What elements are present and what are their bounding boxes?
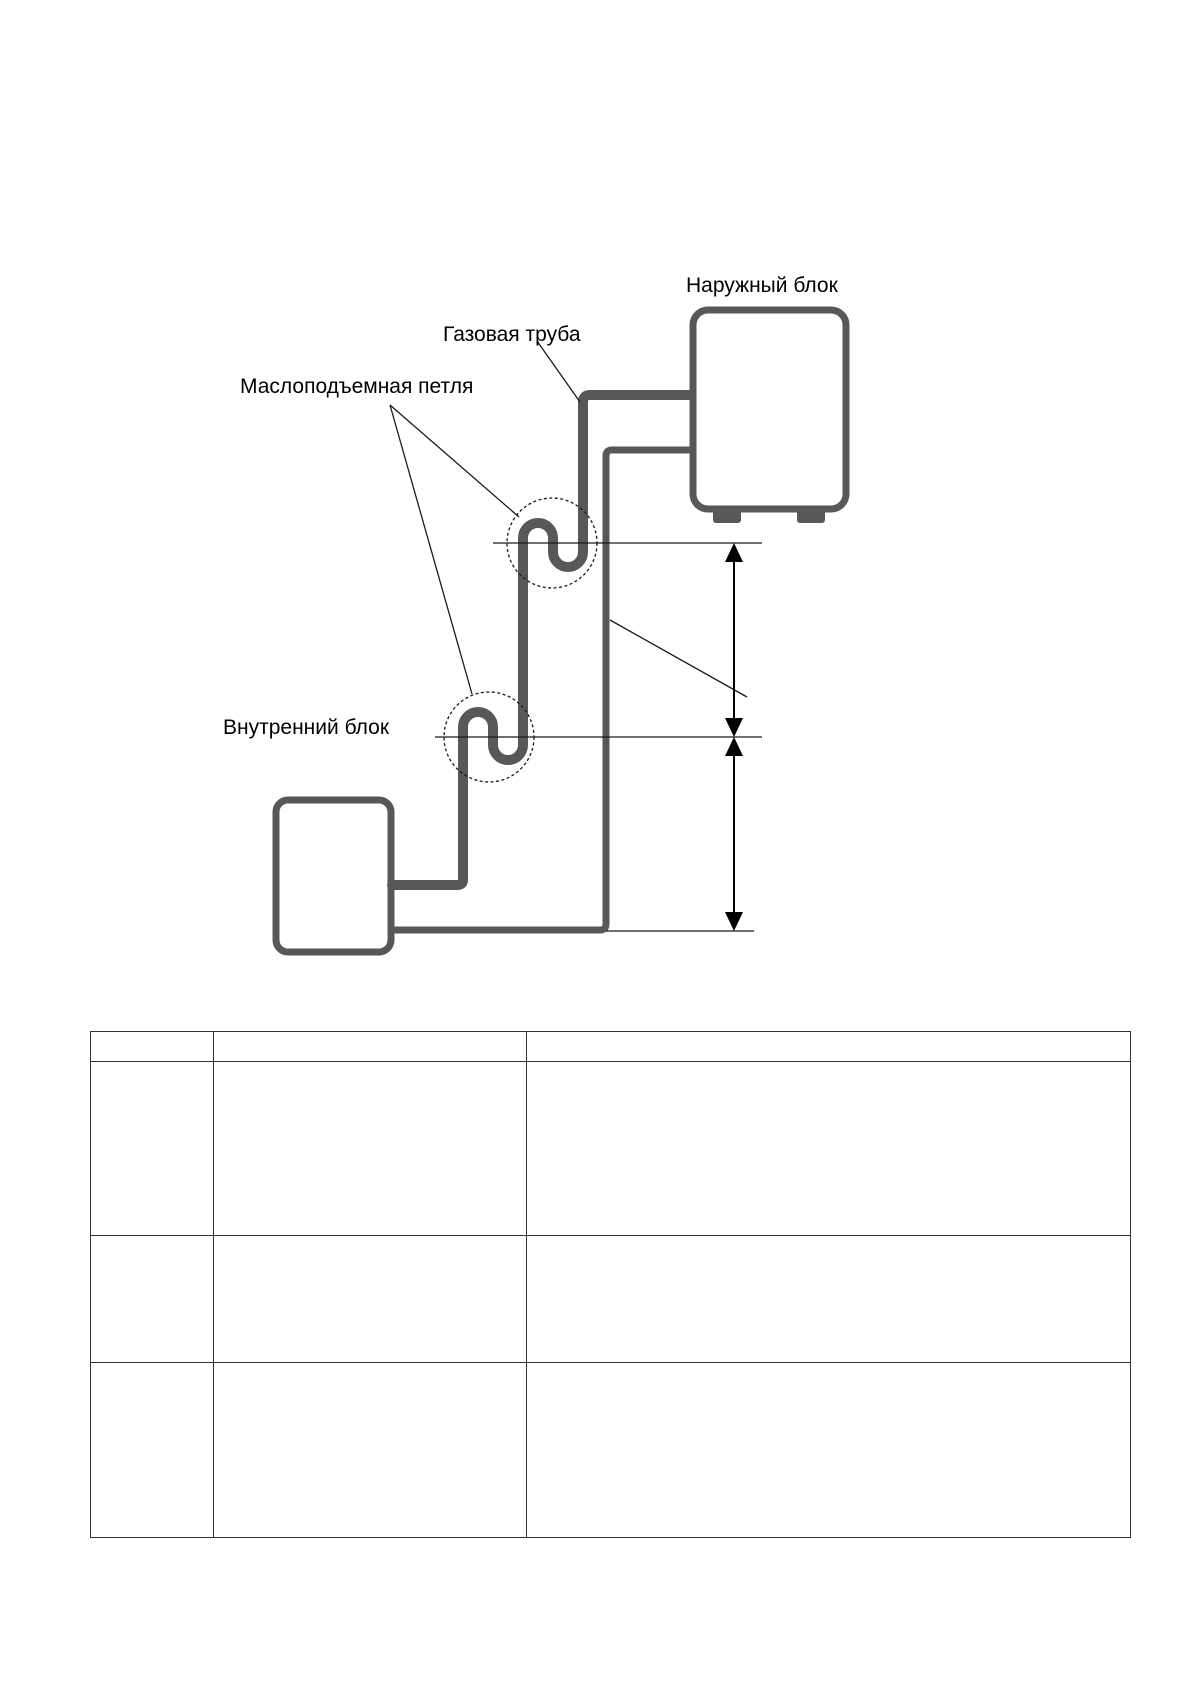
indoor-unit-label: Внутренний блок bbox=[223, 716, 390, 739]
gas-pipe-leader bbox=[536, 340, 581, 403]
table-cell bbox=[90, 1235, 214, 1363]
outdoor-unit bbox=[689, 306, 850, 523]
outdoor-unit-label: Наружный блок bbox=[686, 274, 839, 297]
specification-table bbox=[90, 1031, 1131, 1538]
table-cell bbox=[213, 1362, 527, 1538]
table-cell bbox=[213, 1031, 527, 1062]
liquid-pipe-leader bbox=[609, 619, 748, 698]
table-cell bbox=[213, 1235, 527, 1363]
outdoor-unit-box bbox=[689, 306, 850, 513]
oil-trap-label: Маслоподъемная петля bbox=[240, 375, 473, 398]
outdoor-unit-foot-left bbox=[713, 509, 741, 523]
table-cell bbox=[526, 1235, 1131, 1363]
table-row bbox=[90, 1235, 1131, 1363]
table-row bbox=[90, 1362, 1131, 1538]
table-row bbox=[90, 1061, 1131, 1236]
gas-pipe bbox=[387, 390, 696, 890]
table-cell bbox=[213, 1061, 527, 1236]
dimension-lower bbox=[725, 737, 743, 931]
table-cell bbox=[526, 1061, 1131, 1236]
table-cell bbox=[90, 1031, 214, 1062]
oil-trap-leader-lower bbox=[389, 404, 473, 695]
table-cell bbox=[90, 1362, 214, 1538]
table-header-row bbox=[90, 1031, 1131, 1062]
table-cell bbox=[526, 1031, 1131, 1062]
outdoor-unit-foot-right bbox=[797, 509, 825, 523]
oil-trap-leader-upper bbox=[389, 404, 520, 518]
gas-pipe-label: Газовая труба bbox=[443, 323, 581, 346]
dimension-upper bbox=[725, 543, 743, 737]
indoor-unit-box bbox=[272, 796, 395, 956]
piping-diagram: Наружный блок Газовая труба Маслоподъемн… bbox=[223, 274, 850, 956]
table-cell bbox=[526, 1362, 1131, 1538]
liquid-pipe bbox=[388, 446, 695, 934]
lower-oil-trap-circle bbox=[443, 691, 535, 783]
upper-oil-trap-circle bbox=[506, 497, 598, 589]
table-cell bbox=[90, 1061, 214, 1236]
